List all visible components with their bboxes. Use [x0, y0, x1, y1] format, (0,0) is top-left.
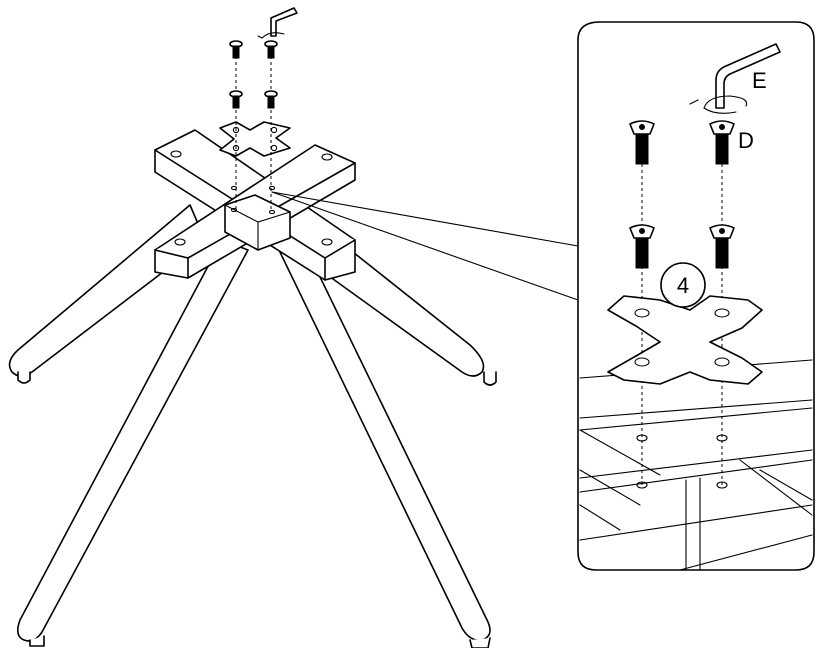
hex-key-label: E — [752, 68, 767, 93]
leg-front-left — [16, 239, 249, 647]
hex-key-icon — [689, 43, 781, 114]
screw-label: D — [738, 128, 754, 153]
step-number: 4 — [677, 273, 689, 298]
screws-small — [229, 40, 278, 212]
screws-large — [629, 120, 735, 269]
callout-leader-lines — [271, 191, 579, 301]
step-badge: 4 — [660, 262, 706, 308]
cross-plate-small — [219, 121, 291, 157]
detail-callout: E D 4 — [577, 21, 815, 571]
cross-plate-large — [607, 295, 763, 385]
leg-back-left — [8, 204, 206, 384]
hex-key-small-icon — [257, 7, 298, 39]
table-base — [8, 129, 497, 649]
